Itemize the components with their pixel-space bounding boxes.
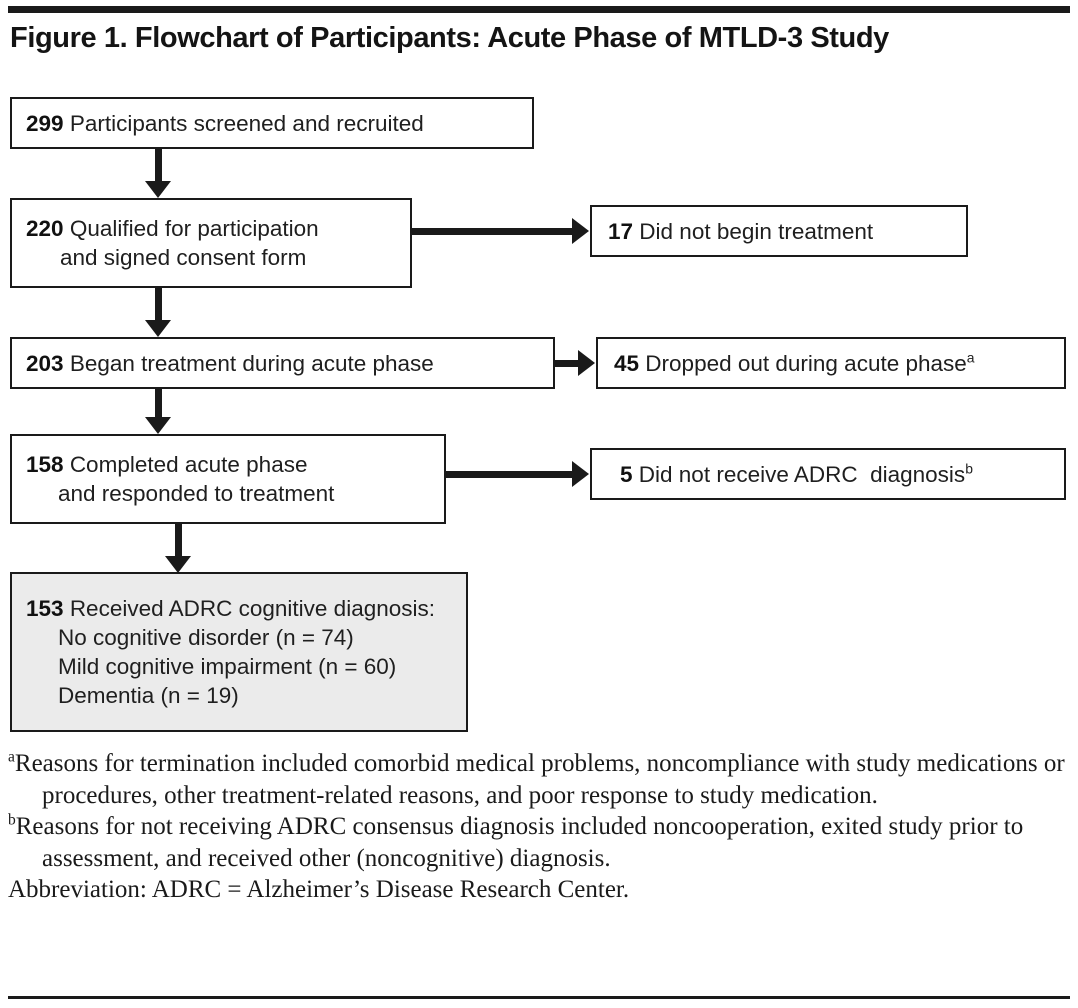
connector-qualified-to-no-begin — [412, 228, 574, 235]
arrow-right-icon — [572, 461, 589, 487]
flow-node-text: Completed acute phase — [69, 452, 308, 477]
exclusion-line: 5 Did not receive ADRC diagnosisb — [620, 460, 1064, 489]
footnote-a: aReasons for termination included comorb… — [8, 748, 1070, 811]
arrow-down-icon — [145, 417, 171, 434]
flow-node-text: Mild cognitive impairment (n = 60) — [58, 654, 397, 679]
flow-node-count: 299 — [26, 110, 64, 136]
flow-node-line: 153 Received ADRC cognitive diagnosis: — [12, 594, 466, 623]
footnote-text: Reasons for termination included comorbi… — [14, 750, 1065, 809]
flow-node-line: 158 Completed acute phase — [12, 450, 444, 479]
flow-node-line: Mild cognitive impairment (n = 60) — [12, 652, 466, 681]
footnote-marker: b — [8, 811, 16, 829]
connector-began-to-dropped-out — [555, 360, 579, 367]
footnote-b: bReasons for not receiving ADRC consensu… — [8, 811, 1070, 874]
bottom-rule — [8, 996, 1070, 999]
exclusion-line: 45 Dropped out during acute phasea — [614, 349, 1064, 378]
flow-node-count: 158 — [26, 452, 64, 477]
flow-node-text: Dementia (n = 19) — [58, 683, 239, 708]
exclusion-text: Did not begin treatment — [639, 218, 874, 244]
flow-node-text: Qualified for participation — [69, 216, 319, 241]
flow-node-received: 153 Received ADRC cognitive diagnosis: N… — [10, 572, 468, 732]
arrow-right-icon — [578, 350, 595, 376]
connector-completed-to-received — [175, 524, 182, 558]
exclusion-line: 17 Did not begin treatment — [608, 217, 966, 246]
flow-node-line: 299 Participants screened and recruited — [26, 109, 532, 138]
flow-node-text: Received ADRC cognitive diagnosis: — [69, 596, 435, 621]
arrow-down-icon — [165, 556, 191, 573]
exclusion-text: Dropped out during acute phase — [645, 350, 967, 376]
flow-node-line: 220 Qualified for participation — [12, 214, 410, 243]
flow-node-count: 220 — [26, 216, 64, 241]
exclusion-node-no-diagnosis: 5 Did not receive ADRC diagnosisb — [590, 448, 1066, 500]
flow-node-text: Began treatment during acute phase — [69, 350, 434, 376]
flow-node-count: 203 — [26, 350, 64, 376]
footnote-marker-b: b — [965, 460, 973, 476]
arrow-down-icon — [145, 181, 171, 198]
connector-qualified-to-began — [155, 288, 162, 322]
connector-began-to-completed — [155, 389, 162, 419]
flow-node-screened: 299 Participants screened and recruited — [10, 97, 534, 149]
flow-node-line: and responded to treatment — [12, 479, 444, 508]
abbreviation-note: Abbreviation: ADRC = Alzheimer’s Disease… — [8, 876, 630, 903]
flow-node-line: and signed consent form — [12, 243, 410, 272]
exclusion-node-no-begin: 17 Did not begin treatment — [590, 205, 968, 257]
footnote-marker: a — [8, 748, 15, 766]
arrow-right-icon — [572, 218, 589, 244]
figure-title: Figure 1. Flowchart of Participants: Acu… — [10, 22, 889, 54]
flow-node-text: and signed consent form — [60, 245, 307, 270]
arrow-down-icon — [145, 320, 171, 337]
connector-screened-to-qualified — [155, 149, 162, 183]
flow-node-line: No cognitive disorder (n = 74) — [12, 623, 466, 652]
flow-node-count: 153 — [26, 596, 64, 621]
flow-node-line: Dementia (n = 19) — [12, 681, 466, 710]
connector-completed-to-no-diagnosis — [446, 471, 574, 478]
flow-node-line: 203 Began treatment during acute phase — [26, 349, 553, 378]
exclusion-count: 5 — [620, 461, 633, 487]
exclusion-count: 45 — [614, 350, 640, 376]
exclusion-text: Did not receive ADRC diagnosis — [638, 461, 966, 487]
top-rule — [8, 6, 1070, 13]
flow-node-qualified: 220 Qualified for participation and sign… — [10, 198, 412, 288]
footnote-text: Reasons for not receiving ADRC consensus… — [15, 813, 1024, 872]
flow-node-text: and responded to treatment — [58, 481, 335, 506]
footnotes-block: aReasons for termination included comorb… — [8, 748, 1070, 906]
exclusion-node-dropped-out: 45 Dropped out during acute phasea — [596, 337, 1066, 389]
flow-node-text: No cognitive disorder (n = 74) — [58, 625, 354, 650]
footnote-marker-a: a — [966, 349, 975, 365]
flow-node-text: Participants screened and recruited — [69, 110, 424, 136]
exclusion-count: 17 — [608, 218, 634, 244]
flow-node-began: 203 Began treatment during acute phase — [10, 337, 555, 389]
flow-node-completed: 158 Completed acute phase and responded … — [10, 434, 446, 524]
